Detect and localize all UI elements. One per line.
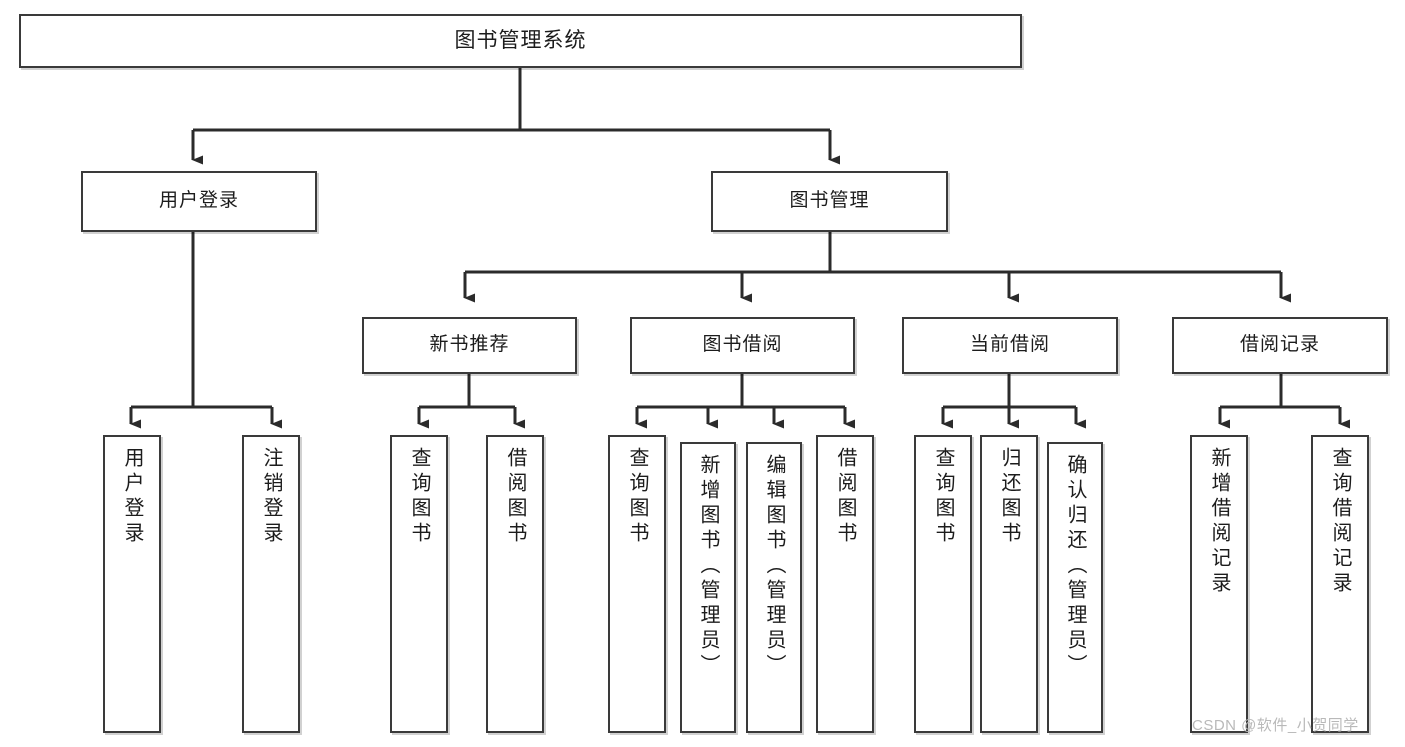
- node-borrow-record-label: 借阅记录: [1239, 334, 1320, 356]
- leaf-new-book-query-label: 查询图书: [408, 447, 430, 547]
- leaf-new-book-borrow-label: 借阅图书: [504, 447, 526, 547]
- node-root[interactable]: 图书管理系统: [19, 14, 1022, 68]
- leaf-user-login-logout[interactable]: 注销登录: [242, 435, 300, 733]
- leaf-user-login-login[interactable]: 用户登录: [103, 435, 161, 733]
- leaf-current-borrow-return-label: 归还图书: [998, 447, 1020, 547]
- node-book-management[interactable]: 图书管理: [711, 171, 948, 232]
- leaf-book-borrow-add-label: 新增图书（管理员）: [697, 454, 719, 679]
- leaf-book-borrow-query[interactable]: 查询图书: [608, 435, 666, 733]
- leaf-book-borrow-edit-label: 编辑图书（管理员）: [763, 454, 785, 679]
- node-borrow-record[interactable]: 借阅记录: [1172, 317, 1388, 374]
- node-book-management-label: 图书管理: [789, 190, 870, 212]
- node-user-login-label: 用户登录: [158, 190, 239, 212]
- leaf-book-borrow-edit[interactable]: 编辑图书（管理员）: [746, 442, 802, 733]
- leaf-current-borrow-query-label: 查询图书: [932, 447, 954, 547]
- node-root-label: 图书管理系统: [454, 28, 587, 52]
- leaf-book-borrow-borrow[interactable]: 借阅图书: [816, 435, 874, 733]
- leaf-new-book-query[interactable]: 查询图书: [390, 435, 448, 733]
- leaf-current-borrow-query[interactable]: 查询图书: [914, 435, 972, 733]
- leaf-borrow-record-query[interactable]: 查询借阅记录: [1311, 435, 1369, 733]
- node-book-borrow-label: 图书借阅: [702, 334, 783, 356]
- node-user-login[interactable]: 用户登录: [81, 171, 317, 232]
- leaf-new-book-borrow[interactable]: 借阅图书: [486, 435, 544, 733]
- leaf-current-borrow-return[interactable]: 归还图书: [980, 435, 1038, 733]
- leaf-book-borrow-query-label: 查询图书: [626, 447, 648, 547]
- csdn-watermark: CSDN @软件_小贺同学: [1192, 717, 1359, 734]
- leaf-book-borrow-add[interactable]: 新增图书（管理员）: [680, 442, 736, 733]
- leaf-user-login-login-label: 用户登录: [121, 447, 143, 547]
- node-current-borrow-label: 当前借阅: [969, 334, 1050, 356]
- node-book-borrow[interactable]: 图书借阅: [630, 317, 855, 374]
- leaf-borrow-record-add[interactable]: 新增借阅记录: [1190, 435, 1248, 733]
- leaf-borrow-record-add-label: 新增借阅记录: [1208, 447, 1230, 597]
- leaf-book-borrow-borrow-label: 借阅图书: [834, 447, 856, 547]
- leaf-current-borrow-confirm-label: 确认归还（管理员）: [1064, 454, 1086, 679]
- node-current-borrow[interactable]: 当前借阅: [902, 317, 1118, 374]
- leaf-borrow-record-query-label: 查询借阅记录: [1329, 447, 1351, 597]
- node-new-book-recommend-label: 新书推荐: [429, 334, 510, 356]
- node-new-book-recommend[interactable]: 新书推荐: [362, 317, 577, 374]
- leaf-user-login-logout-label: 注销登录: [260, 447, 282, 547]
- leaf-current-borrow-confirm[interactable]: 确认归还（管理员）: [1047, 442, 1103, 733]
